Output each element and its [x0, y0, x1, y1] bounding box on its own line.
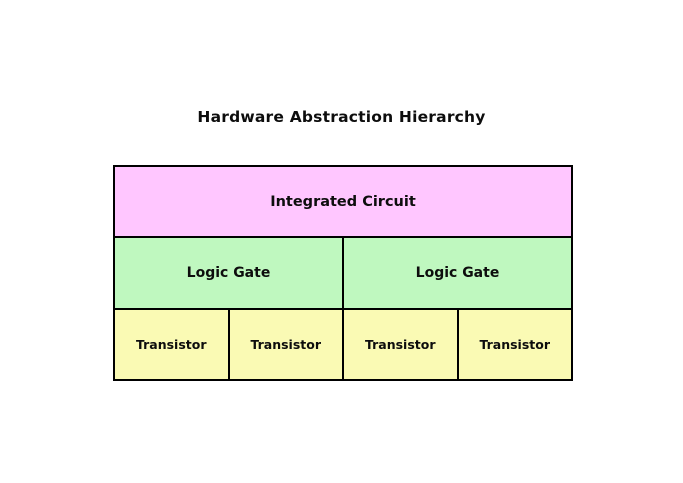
cell-transistor-2[interactable]: Transistor [227, 309, 342, 379]
tier-transistor: Transistor Transistor Transistor Transis… [115, 307, 571, 379]
tier-logic-gate: Logic Gate Logic Gate [115, 236, 571, 308]
cell-integrated-circuit-1[interactable]: Integrated Circuit [115, 167, 571, 237]
hardware-abstraction-hierarchy: Integrated Circuit Logic Gate Logic Gate… [113, 165, 573, 381]
cell-transistor-3[interactable]: Transistor [342, 309, 457, 379]
page-title: Hardware Abstraction Hierarchy [197, 108, 486, 126]
cell-logic-gate-1[interactable]: Logic Gate [115, 238, 342, 308]
cell-transistor-1[interactable]: Transistor [115, 309, 228, 379]
cell-transistor-4[interactable]: Transistor [456, 309, 571, 379]
cell-logic-gate-2[interactable]: Logic Gate [342, 238, 571, 308]
tier-integrated-circuit: Integrated Circuit [115, 167, 571, 237]
